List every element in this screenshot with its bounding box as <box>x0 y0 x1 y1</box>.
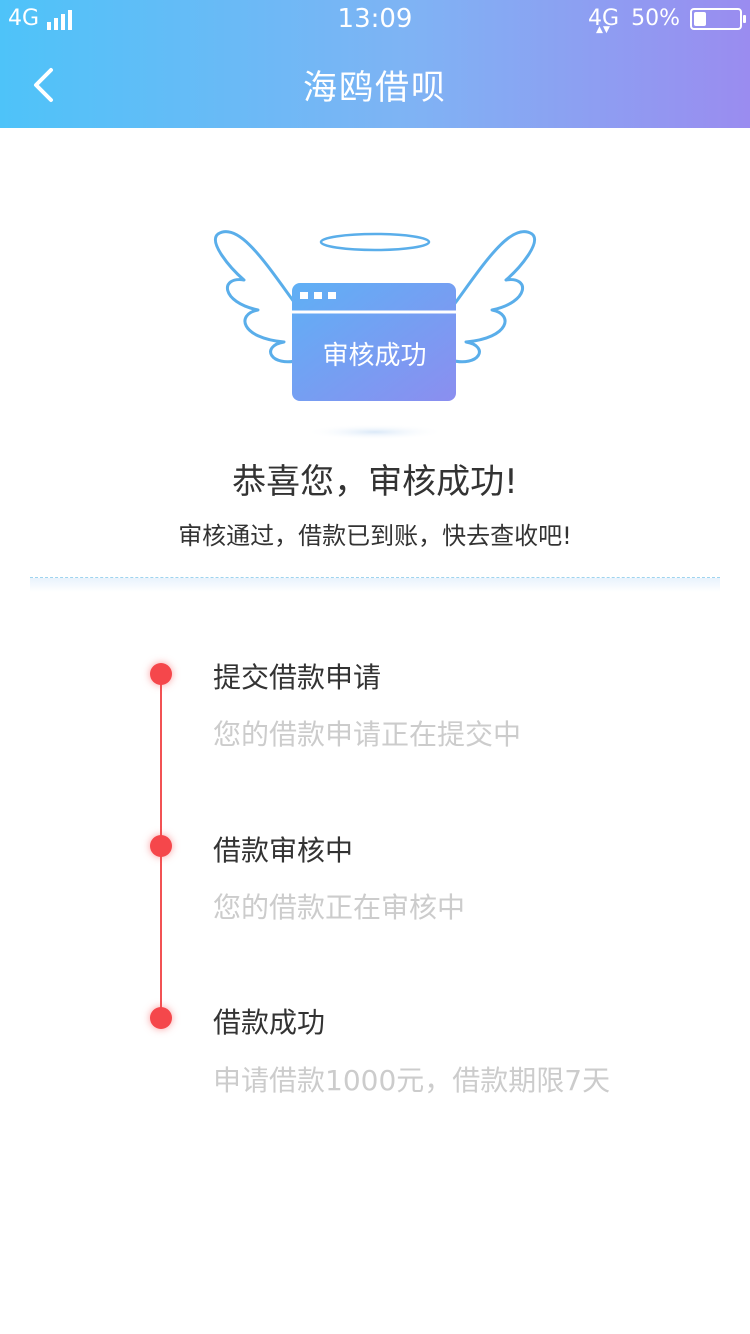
step-title: 提交借款申请 <box>213 661 382 694</box>
step-desc: 您的借款正在审核中 <box>213 891 466 924</box>
result-subline: 审核通过，借款已到账，快去查收吧! <box>178 522 572 550</box>
right-wing-icon <box>448 230 536 364</box>
left-wing-icon <box>214 230 302 364</box>
status-bar: 4G 13:09 4G ▲▼ 50% <box>0 0 750 42</box>
success-illustration <box>214 230 536 440</box>
step-dot <box>150 663 172 685</box>
divider-glow <box>30 578 720 592</box>
result-headline: 恭喜您，审核成功! <box>232 462 518 502</box>
nav-bar: 海鸥借呗 <box>0 42 750 128</box>
back-button[interactable] <box>18 60 68 110</box>
data-network-icon: 4G ▲▼ <box>588 6 620 35</box>
network-label: 4G <box>8 6 40 31</box>
step-desc: 您的借款申请正在提交中 <box>213 718 522 751</box>
signal-icon <box>47 8 75 30</box>
divider <box>30 577 720 578</box>
step-desc: 申请借款1000元，借款期限7天 <box>213 1064 611 1097</box>
status-right: 4G ▲▼ 50% <box>588 6 746 35</box>
battery-percentage: 50% <box>631 6 680 31</box>
step-title: 借款成功 <box>213 1006 326 1039</box>
step-dot <box>150 1007 172 1029</box>
header: 4G 13:09 4G ▲▼ 50% 海鸥借呗 <box>0 0 750 128</box>
chevron-left-icon <box>34 68 53 102</box>
page-title: 海鸥借呗 <box>303 68 447 108</box>
status-time: 13:09 <box>337 4 413 34</box>
halo-icon <box>319 232 431 252</box>
card-label: 审核成功 <box>322 341 427 371</box>
data-network-label: 4G <box>588 6 620 31</box>
battery-icon <box>690 7 746 30</box>
step-title: 借款审核中 <box>213 834 354 867</box>
status-left: 4G <box>8 6 75 31</box>
step-dot <box>150 835 172 857</box>
